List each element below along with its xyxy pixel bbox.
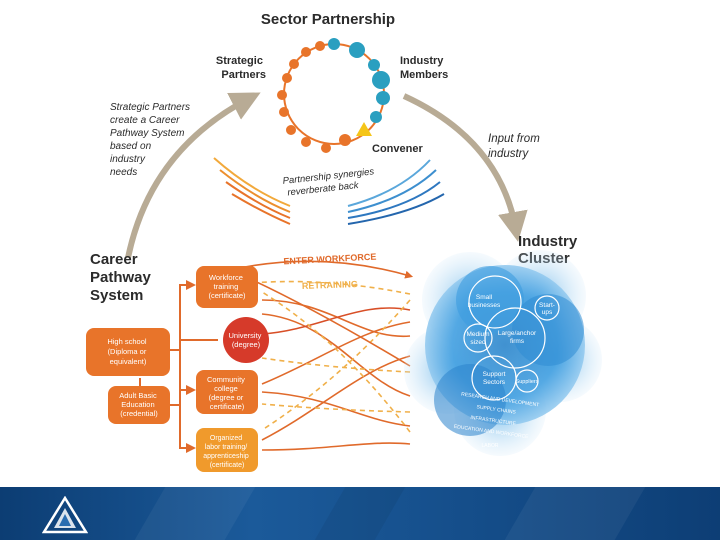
svg-text:Adult Basic Education: Adult Basic Education (credential) — [119, 391, 159, 418]
node-workforce-training: Workforce training (certificate) — [196, 266, 258, 308]
enter-workforce-label: ENTER WORKFORCE — [283, 252, 376, 267]
synergy-waves — [213, 157, 445, 225]
svg-text:Workforce training: Workforce training (certificate) — [208, 273, 246, 300]
node-university: University (degree) — [223, 317, 269, 363]
retraining-label: RETRAINING — [302, 279, 358, 291]
svg-text:Organized labor training: Organized labor training/ apprenticeship… — [203, 435, 250, 469]
industry-members-label: Industry Members — [400, 55, 448, 81]
strategic-partners-label: Strategic Partners — [216, 55, 266, 81]
strategic-partners-annotation: Strategic Partners create a Career Pathw… — [110, 102, 193, 178]
svg-text:LABOR: LABOR — [482, 443, 499, 449]
node-community-college: Community college (degree or certificate… — [196, 370, 258, 414]
suppliers-label: Suppliers — [516, 379, 539, 385]
triangle-logo-icon — [42, 496, 88, 534]
arrow-to-sector — [125, 92, 261, 259]
node-organized-labor: Organized labor training/ apprenticeship… — [196, 428, 258, 472]
partnership-ring — [277, 38, 390, 153]
arrow-to-cluster — [402, 93, 528, 242]
convener-label: Convener — [372, 143, 423, 155]
startups-label: Start-ups — [539, 302, 555, 316]
node-high-school: High school (Diploma or equivalent) — [86, 328, 170, 376]
node-adult-basic-education: Adult Basic Education (credential) — [108, 386, 170, 424]
pathway-connectors — [139, 280, 218, 453]
cluster-circles — [463, 275, 560, 401]
input-from-industry-annotation: Input from industry — [488, 133, 543, 160]
slide-footer-band — [0, 487, 720, 540]
convener-triangle-icon — [356, 122, 372, 136]
svg-text:High school (Diploma or: High school (Diploma or equivalent) — [107, 337, 148, 366]
svg-text:SUPPLY CHAINS: SUPPLY CHAINS — [476, 404, 517, 416]
sector-title: Sector Partnership — [261, 11, 395, 28]
svg-text:Community college: Community college (degree or certificate… — [207, 375, 247, 411]
svg-text:University (degree): University (degree) — [228, 331, 263, 349]
career-pathway-title: Career Pathway System — [90, 251, 155, 304]
